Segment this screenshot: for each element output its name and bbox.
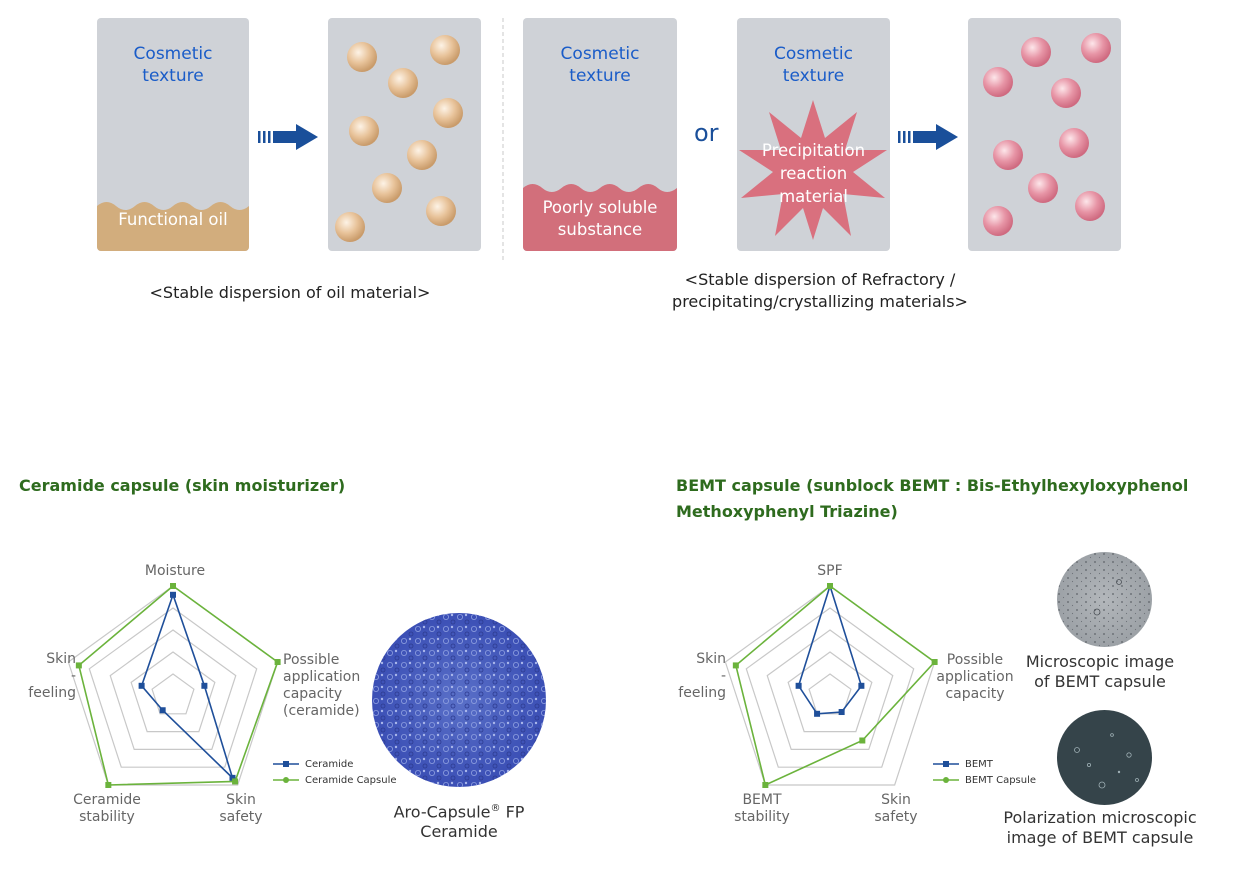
legend-item: BEMT Capsule (933, 772, 1036, 788)
radar-point (229, 774, 236, 781)
starburst-icon (739, 100, 887, 240)
oil-particles (335, 35, 463, 242)
legend-item: Ceramide Capsule (273, 772, 397, 788)
legend-line-blue (933, 761, 959, 767)
legend-line-green (933, 777, 959, 783)
arrow-right-icon (898, 124, 958, 150)
panel-oil-dispersion (328, 18, 481, 251)
ceramide-title: Ceramide capsule (skin moisturizer) (19, 476, 346, 495)
divider-line (502, 18, 504, 263)
radar-point (274, 659, 281, 666)
radar-point (732, 662, 739, 669)
cosmetic-texture-label: Cosmetic texture (560, 44, 640, 86)
radar-point (201, 682, 208, 689)
radar-point (827, 583, 833, 589)
radar-axis-label: Possible application capacity (936, 652, 1014, 702)
radar-point (859, 737, 866, 744)
legend-line-blue (273, 761, 299, 767)
radar-point (159, 707, 166, 714)
caption-part: Aro-Capsule (393, 802, 491, 822)
pink-particles (983, 33, 1111, 236)
panel-refractory-dispersion (968, 18, 1121, 251)
arrow-right-icon (258, 124, 318, 150)
bemt-microscopic-image (1057, 552, 1152, 647)
functional-oil-label: Functional oil (118, 210, 228, 229)
cosmetic-texture-label: Cosmetic texture (774, 44, 853, 86)
radar-axis-label: Skin -feeling (678, 651, 726, 701)
radar-series-line (734, 584, 936, 787)
panel-cosmetic-precipitation: Cosmetic texture Precipitation reaction … (737, 18, 890, 251)
radar-grid-ring (787, 651, 873, 733)
legend-label: Ceramide Capsule (305, 774, 397, 786)
radar-point (931, 659, 938, 666)
radar-axis-label: Moisture (144, 563, 206, 579)
radar-axis-label: Skin safety (874, 792, 918, 825)
radar-axis-label: Skin safety (219, 792, 263, 825)
radar-point (170, 591, 176, 598)
ceramide-legend: Ceramide Ceramide Capsule (273, 756, 397, 788)
legend-item: BEMT (933, 756, 1036, 772)
legend-label: BEMT (965, 758, 993, 770)
radar-axis-label: Ceramide stability (73, 792, 141, 825)
panel-cosmetic-poorly: Cosmetic texture Poorly soluble substanc… (523, 18, 677, 251)
cosmetic-texture-label: Cosmetic texture (133, 44, 213, 86)
radar-point (858, 682, 865, 689)
legend-label: Ceramide (305, 758, 354, 770)
radar-axis-label: Skin -feeling (28, 651, 76, 701)
bemt-polarization-caption: Polarization microscopic image of BEMT c… (1003, 808, 1197, 847)
ceramide-capsule-image (372, 613, 546, 787)
caption-oil: <Stable dispersion of oil material> (149, 283, 431, 302)
registered-mark: ® (490, 803, 501, 814)
radar-point (232, 778, 239, 785)
radar-grid-ring (130, 651, 216, 733)
bemt-polarization-image (1057, 710, 1152, 805)
poorly-soluble-layer (523, 184, 677, 251)
radar-grid-ring (151, 673, 195, 715)
ceramide-image-caption: Aro-Capsule® FP Ceramide (372, 799, 546, 842)
radar-point (838, 709, 845, 716)
panel-cosmetic-oil: Cosmetic texture Functional oil (97, 18, 249, 251)
radar-grid-ring (88, 607, 258, 768)
radar-axis-label: BEMT stability (734, 792, 790, 825)
radar-axis-label: Possible application capacity (ceramide) (283, 652, 361, 719)
radar-grid-ring (766, 629, 894, 750)
oil-layer (97, 202, 249, 251)
legend-line-green (273, 777, 299, 783)
radar-point (105, 781, 112, 788)
radar-grid-ring (109, 629, 237, 750)
radar-point (795, 682, 802, 689)
or-label: or (694, 119, 719, 147)
precipitation-label: Precipitation reaction material (761, 141, 866, 206)
radar-axis-label: SPF (817, 563, 843, 579)
radar-point (138, 682, 145, 689)
radar-series-line (797, 583, 863, 715)
caption-part: FP (500, 802, 525, 822)
legend-item: Ceramide (273, 756, 397, 772)
bemt-title: BEMT capsule (sunblock BEMT : Bis-Ethylh… (676, 476, 1189, 521)
radar-point (762, 781, 769, 788)
radar-series-line (140, 592, 234, 779)
radar-grid-ring (808, 673, 852, 715)
bemt-legend: BEMT BEMT Capsule (933, 756, 1036, 788)
radar-point (170, 583, 176, 589)
caption-refractory: <Stable dispersion of Refractory / preci… (672, 270, 968, 311)
legend-label: BEMT Capsule (965, 774, 1037, 786)
radar-point (75, 662, 82, 669)
radar-grid-ring (745, 607, 915, 768)
radar-point (814, 710, 821, 717)
caption-part: Ceramide (420, 822, 498, 842)
poorly-soluble-label: Poorly soluble substance (542, 198, 658, 239)
radar-series-line (77, 584, 279, 786)
bemt-microscopic-caption: Microscopic image of BEMT capsule (1025, 652, 1175, 691)
